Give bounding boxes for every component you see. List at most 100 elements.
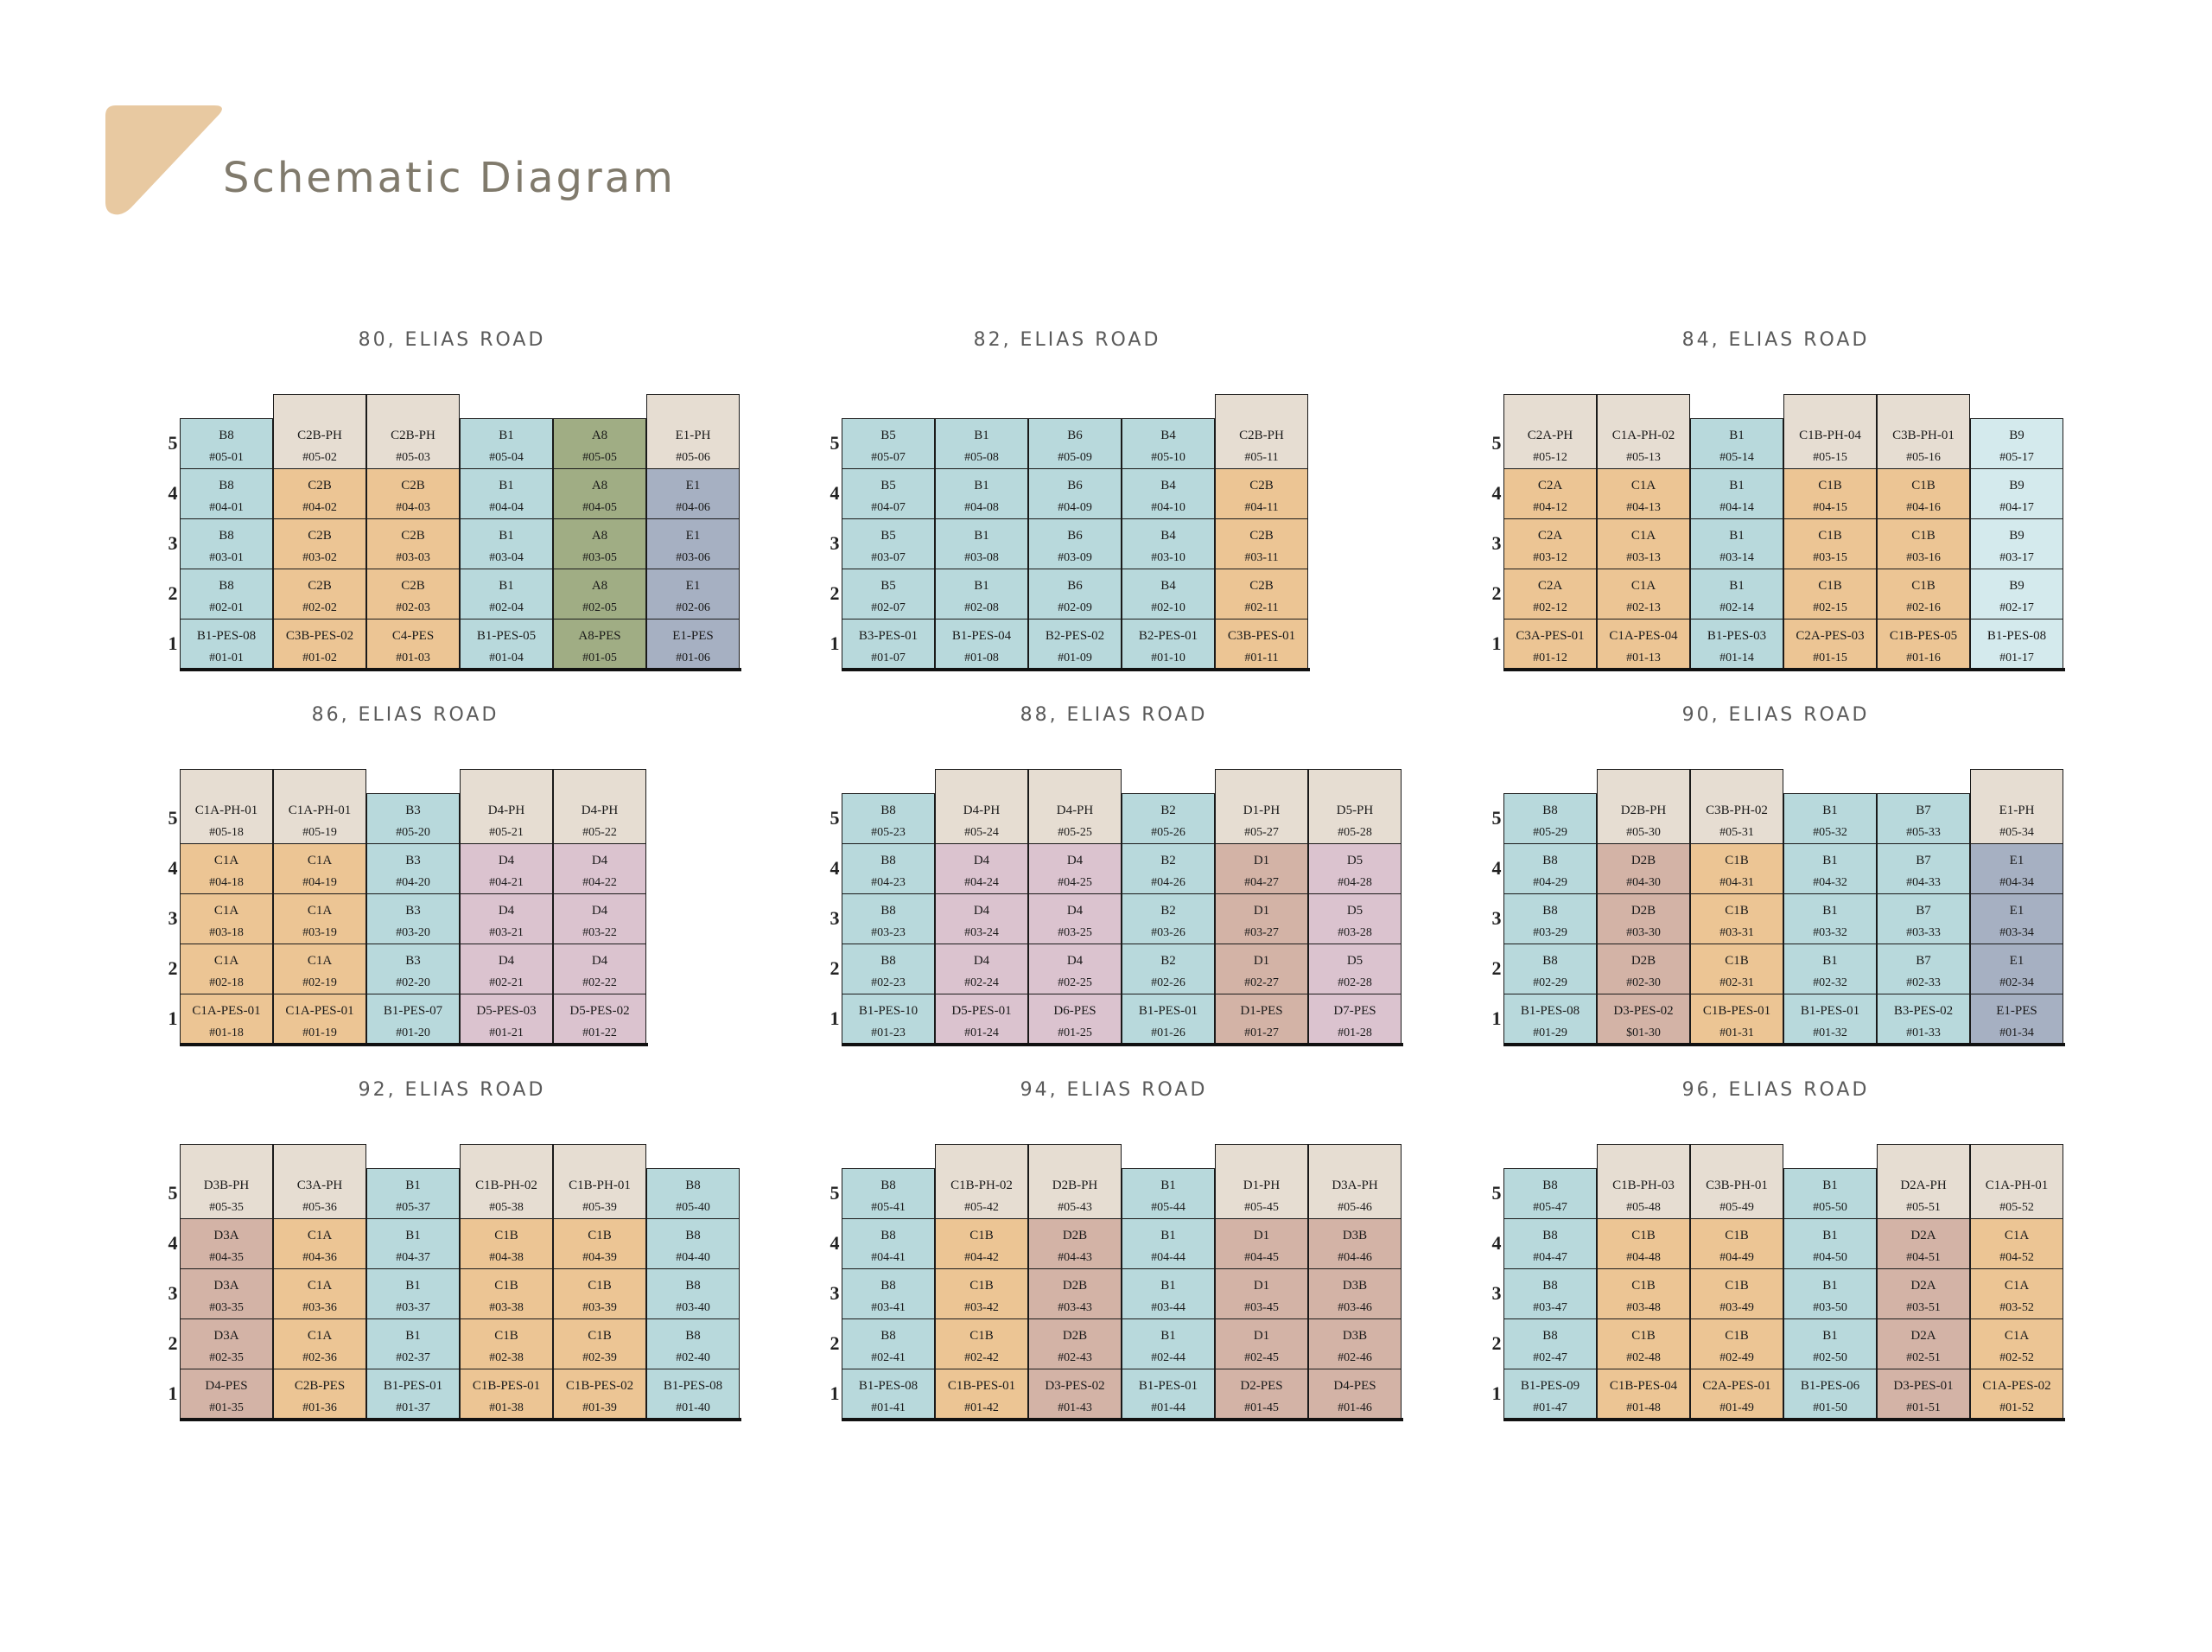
- unit-cell[interactable]: C2B-PH#05-02: [273, 394, 366, 470]
- unit-cell[interactable]: D4-PES#01-35: [180, 1369, 273, 1420]
- unit-cell[interactable]: D4#04-21: [460, 843, 553, 895]
- unit-cell[interactable]: D3B-PH#05-35: [180, 1144, 273, 1220]
- unit-cell[interactable]: C1A#02-52: [1970, 1318, 2063, 1370]
- unit-cell[interactable]: B1-PES-07#01-20: [366, 994, 460, 1045]
- unit-cell[interactable]: D6-PES#01-25: [1028, 994, 1122, 1045]
- unit-cell[interactable]: D2B-PH#05-43: [1028, 1144, 1122, 1220]
- unit-cell[interactable]: B1#02-14: [1690, 569, 1783, 620]
- unit-cell[interactable]: B1#05-04: [460, 418, 553, 470]
- unit-cell[interactable]: B7#05-33: [1877, 793, 1970, 845]
- unit-cell[interactable]: D4#04-24: [935, 843, 1028, 895]
- unit-cell[interactable]: A8#02-05: [553, 569, 646, 620]
- unit-cell[interactable]: B1#05-37: [366, 1168, 460, 1220]
- unit-cell[interactable]: B5#03-07: [842, 518, 935, 570]
- unit-cell[interactable]: C3B-PES-02#01-02: [273, 619, 366, 670]
- unit-cell[interactable]: D3-PES-02#01-43: [1028, 1369, 1122, 1420]
- unit-cell[interactable]: D4-PES#01-46: [1308, 1369, 1402, 1420]
- unit-cell[interactable]: B8#05-47: [1503, 1168, 1597, 1220]
- unit-cell[interactable]: C2B-PH#05-11: [1215, 394, 1308, 470]
- unit-cell[interactable]: C1B#02-15: [1783, 569, 1877, 620]
- unit-cell[interactable]: B1-PES-08#01-41: [842, 1369, 935, 1420]
- unit-cell[interactable]: D2B-PH#05-30: [1597, 769, 1690, 845]
- unit-cell[interactable]: C1B#03-48: [1597, 1268, 1690, 1320]
- unit-cell[interactable]: B1-PES-08#01-40: [646, 1369, 740, 1420]
- unit-cell[interactable]: B8#02-01: [180, 569, 273, 620]
- unit-cell[interactable]: C1B#04-42: [935, 1218, 1028, 1270]
- unit-cell[interactable]: D5#02-28: [1308, 944, 1402, 995]
- unit-cell[interactable]: D3A-PH#05-46: [1308, 1144, 1402, 1220]
- unit-cell[interactable]: D4-PH#05-21: [460, 769, 553, 845]
- unit-cell[interactable]: B1-PES-03#01-14: [1690, 619, 1783, 670]
- unit-cell[interactable]: B8#03-40: [646, 1268, 740, 1320]
- unit-cell[interactable]: B8#04-29: [1503, 843, 1597, 895]
- unit-cell[interactable]: B8#03-29: [1503, 893, 1597, 945]
- unit-cell[interactable]: B1-PES-01#01-32: [1783, 994, 1877, 1045]
- unit-cell[interactable]: C1B#02-16: [1877, 569, 1970, 620]
- unit-cell[interactable]: B1-PES-10#01-23: [842, 994, 935, 1045]
- unit-cell[interactable]: B7#02-33: [1877, 944, 1970, 995]
- unit-cell[interactable]: D4#03-22: [553, 893, 646, 945]
- unit-cell[interactable]: B1#04-50: [1783, 1218, 1877, 1270]
- unit-cell[interactable]: C1B-PH-04#05-15: [1783, 394, 1877, 470]
- unit-cell[interactable]: D4#03-25: [1028, 893, 1122, 945]
- unit-cell[interactable]: C3B-PES-01#01-11: [1215, 619, 1308, 670]
- unit-cell[interactable]: B1-PES-01#01-26: [1122, 994, 1215, 1045]
- unit-cell[interactable]: C1B#02-38: [460, 1318, 553, 1370]
- unit-cell[interactable]: E1#02-34: [1970, 944, 2063, 995]
- unit-cell[interactable]: A8#04-05: [553, 468, 646, 520]
- unit-cell[interactable]: E1-PES#01-06: [646, 619, 740, 670]
- unit-cell[interactable]: C1A-PH-02#05-13: [1597, 394, 1690, 470]
- unit-cell[interactable]: B2#02-26: [1122, 944, 1215, 995]
- unit-cell[interactable]: B1#04-08: [935, 468, 1028, 520]
- unit-cell[interactable]: D4-PH#05-22: [553, 769, 646, 845]
- unit-cell[interactable]: C1B#03-31: [1690, 893, 1783, 945]
- unit-cell[interactable]: D2A#04-51: [1877, 1218, 1970, 1270]
- unit-cell[interactable]: C1B#04-15: [1783, 468, 1877, 520]
- unit-cell[interactable]: E1#03-06: [646, 518, 740, 570]
- unit-cell[interactable]: E1-PES#01-34: [1970, 994, 2063, 1045]
- unit-cell[interactable]: B8#05-40: [646, 1168, 740, 1220]
- unit-cell[interactable]: D2B#03-30: [1597, 893, 1690, 945]
- unit-cell[interactable]: D4#04-25: [1028, 843, 1122, 895]
- unit-cell[interactable]: C2B#02-03: [366, 569, 460, 620]
- unit-cell[interactable]: C1B#02-42: [935, 1318, 1028, 1370]
- unit-cell[interactable]: B8#05-23: [842, 793, 935, 845]
- unit-cell[interactable]: B5#04-07: [842, 468, 935, 520]
- unit-cell[interactable]: C2B#02-02: [273, 569, 366, 620]
- unit-cell[interactable]: B2#04-26: [1122, 843, 1215, 895]
- unit-cell[interactable]: B1#05-50: [1783, 1168, 1877, 1220]
- unit-cell[interactable]: C1B#04-39: [553, 1218, 646, 1270]
- unit-cell[interactable]: D4#03-21: [460, 893, 553, 945]
- unit-cell[interactable]: D2A-PH#05-51: [1877, 1144, 1970, 1220]
- unit-cell[interactable]: B1#02-08: [935, 569, 1028, 620]
- unit-cell[interactable]: B1#04-32: [1783, 843, 1877, 895]
- unit-cell[interactable]: A8#05-05: [553, 418, 646, 470]
- unit-cell[interactable]: B6#04-09: [1028, 468, 1122, 520]
- unit-cell[interactable]: C2B#03-11: [1215, 518, 1308, 570]
- unit-cell[interactable]: D1-PH#05-45: [1215, 1144, 1308, 1220]
- unit-cell[interactable]: D5-PES-02#01-22: [553, 994, 646, 1045]
- unit-cell[interactable]: B3-PES-02#01-33: [1877, 994, 1970, 1045]
- unit-cell[interactable]: B8#02-23: [842, 944, 935, 995]
- unit-cell[interactable]: C1B#02-48: [1597, 1318, 1690, 1370]
- unit-cell[interactable]: D5-PES-03#01-21: [460, 994, 553, 1045]
- unit-cell[interactable]: C1B#03-42: [935, 1268, 1028, 1320]
- unit-cell[interactable]: B1#04-14: [1690, 468, 1783, 520]
- unit-cell[interactable]: B1-PES-08#01-29: [1503, 994, 1597, 1045]
- unit-cell[interactable]: C1B-PH-03#05-48: [1597, 1144, 1690, 1220]
- unit-cell[interactable]: D1-PH#05-27: [1215, 769, 1308, 845]
- unit-cell[interactable]: D3B#03-46: [1308, 1268, 1402, 1320]
- unit-cell[interactable]: C2A#04-12: [1503, 468, 1597, 520]
- unit-cell[interactable]: B8#02-29: [1503, 944, 1597, 995]
- unit-cell[interactable]: B8#05-01: [180, 418, 273, 470]
- unit-cell[interactable]: B1-PES-05#01-04: [460, 619, 553, 670]
- unit-cell[interactable]: C1A#04-18: [180, 843, 273, 895]
- unit-cell[interactable]: B2#03-26: [1122, 893, 1215, 945]
- unit-cell[interactable]: C1B-PES-05#01-16: [1877, 619, 1970, 670]
- unit-cell[interactable]: C1B#02-31: [1690, 944, 1783, 995]
- unit-cell[interactable]: B1-PES-08#01-01: [180, 619, 273, 670]
- unit-cell[interactable]: D1#03-27: [1215, 893, 1308, 945]
- unit-cell[interactable]: C2A-PES-03#01-15: [1783, 619, 1877, 670]
- unit-cell[interactable]: E1#03-34: [1970, 893, 2063, 945]
- unit-cell[interactable]: C2B#03-03: [366, 518, 460, 570]
